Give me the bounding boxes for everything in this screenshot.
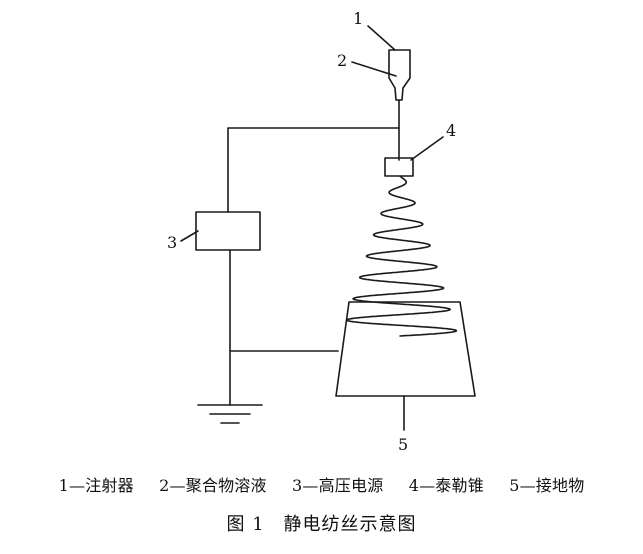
leader-3 — [180, 230, 199, 242]
figure-caption: 图 1 静电纺丝示意图 — [0, 510, 643, 536]
figure-title: 静电纺丝示意图 — [283, 514, 417, 535]
legend-item-3: 3—高压电源 — [292, 476, 384, 495]
grounded-collector — [335, 301, 476, 397]
callout-2: 2 — [337, 51, 347, 70]
wire-top — [227, 127, 400, 213]
legend: 1—注射器 2—聚合物溶液 3—高压电源 4—泰勒锥 5—接地物 — [0, 472, 643, 496]
legend-item-4: 4—泰勒锥 — [408, 476, 484, 495]
fiber-jet-spiral — [345, 175, 458, 337]
ground-symbol — [197, 404, 263, 424]
leader-2 — [351, 61, 397, 77]
figure-number: 图 1 — [226, 514, 265, 535]
leader-4 — [410, 136, 444, 161]
taylor-cone — [384, 157, 414, 177]
callout-1: 1 — [353, 9, 363, 28]
legend-item-2: 2—聚合物溶液 — [159, 476, 267, 495]
syringe — [388, 49, 411, 101]
legend-item-1: 1—注射器 — [58, 476, 134, 495]
leader-1 — [367, 25, 396, 51]
callout-4: 4 — [446, 121, 456, 140]
callout-3: 3 — [167, 233, 177, 252]
callout-5: 5 — [398, 435, 408, 454]
legend-item-5: 5—接地物 — [509, 476, 585, 495]
high-voltage-power-supply — [195, 211, 261, 251]
